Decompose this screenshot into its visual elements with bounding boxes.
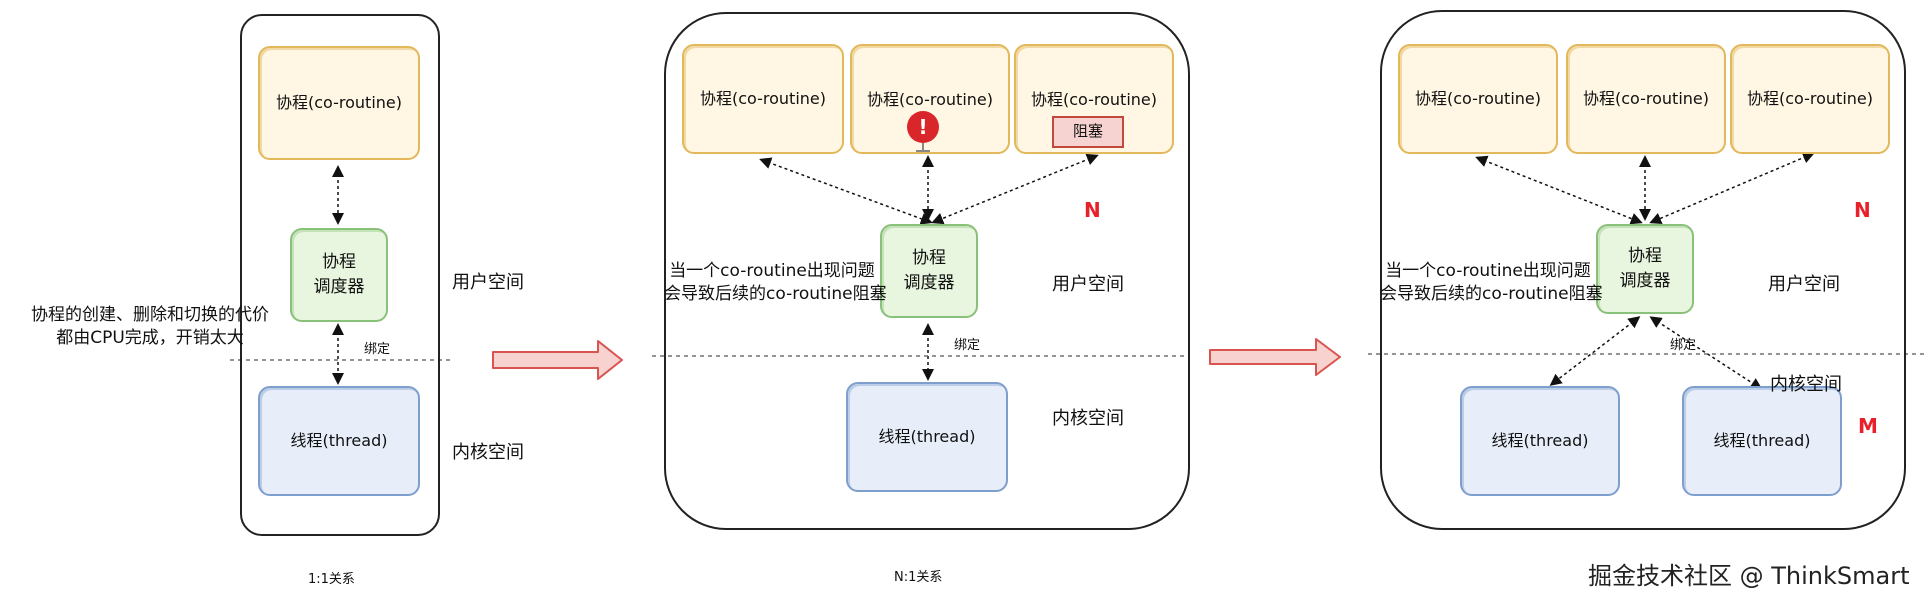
coroutine-box-2: 协程(co-routine) xyxy=(1566,44,1726,154)
cost-note-line2: 都由CPU完成，开销太大 xyxy=(56,328,244,348)
user-space-label: 用户空间 xyxy=(1052,274,1124,295)
scheduler-label-line2: 调度器 xyxy=(313,277,365,297)
coroutine-label: 协程(co-routine) xyxy=(866,90,993,109)
thread-label: 线程(thread) xyxy=(1491,431,1589,450)
coroutine-label: 协程(co-routine) xyxy=(1582,89,1709,108)
scheduler-box: 协程 调度器 xyxy=(1596,224,1694,314)
thread-label: 线程(thread) xyxy=(290,431,388,450)
thread-label: 线程(thread) xyxy=(878,427,976,446)
bind-label: 绑定 xyxy=(954,338,981,353)
bind-label: 绑定 xyxy=(364,342,391,357)
link-scheduler-thread1 xyxy=(1549,316,1641,386)
bind-label: 绑定 xyxy=(1670,338,1697,353)
thread-box-2: 线程(thread) xyxy=(1682,386,1842,496)
cost-note-line1: 协程的创建、删除和切换的代价 xyxy=(31,305,269,325)
m-label: M xyxy=(1858,414,1878,438)
user-space-label: 用户空间 xyxy=(452,272,524,293)
block-note-line2: 会导致后续的co-routine阻塞 xyxy=(1380,284,1603,304)
scheduler-label-line1: 协程 xyxy=(322,252,356,272)
coroutine-label: 协程(co-routine) xyxy=(275,93,402,112)
cost-note: 协程的创建、删除和切换的代价 都由CPU完成，开销太大 xyxy=(10,304,290,350)
block-note-line1: 当一个co-routine出现问题 xyxy=(669,261,875,281)
thread-box-1: 线程(thread) xyxy=(1460,386,1620,496)
scheduler-box: 协程 调度器 xyxy=(880,224,978,318)
coroutine-label: 协程(co-routine) xyxy=(1746,89,1873,108)
n-label: N xyxy=(1854,198,1871,222)
link-co3-scheduler xyxy=(931,153,1099,225)
thread-label: 线程(thread) xyxy=(1713,431,1811,450)
panel-one-to-one xyxy=(240,14,440,536)
coroutine-box-1: 协程(co-routine) xyxy=(1398,44,1558,154)
coroutine-box-3: 协程(co-routine) xyxy=(1730,44,1890,154)
coroutine-label: 协程(co-routine) xyxy=(1414,89,1541,108)
block-note-line1: 当一个co-routine出现问题 xyxy=(1385,261,1591,281)
warning-icon: ! xyxy=(907,111,939,152)
blocked-badge: 阻塞 xyxy=(1052,116,1124,148)
caption-one-to-one: 1:1关系 xyxy=(308,572,355,587)
block-note-line2: 会导致后续的co-routine阻塞 xyxy=(664,284,887,304)
kernel-space-label: 内核空间 xyxy=(1052,408,1124,429)
scheduler-label-line2: 调度器 xyxy=(1619,271,1671,291)
coroutine-box-1: 协程(co-routine) xyxy=(682,44,844,154)
coroutine-label: 协程(co-routine) xyxy=(699,89,826,108)
n-label: N xyxy=(1084,198,1101,222)
scheduler-box: 协程 调度器 xyxy=(290,228,388,322)
kernel-space-label: 内核空间 xyxy=(1770,374,1842,395)
transition-arrow-1 xyxy=(492,340,623,380)
scheduler-label-line2: 调度器 xyxy=(903,273,955,293)
coroutine-box-2: 协程(co-routine) xyxy=(850,44,1010,154)
block-note: 当一个co-routine出现问题 会导致后续的co-routine阻塞 xyxy=(1380,260,1603,306)
scheduler-label-line1: 协程 xyxy=(1628,246,1662,266)
link-co3-scheduler xyxy=(1649,151,1815,225)
transition-arrow-2 xyxy=(1209,338,1341,376)
panel-n-to-one xyxy=(664,12,1190,530)
coroutine-box: 协程(co-routine) xyxy=(258,46,420,160)
user-space-label: 用户空间 xyxy=(1768,274,1840,295)
link-co1-scheduler xyxy=(1475,155,1643,225)
scheduler-label-line1: 协程 xyxy=(912,248,946,268)
coroutine-label: 协程(co-routine) xyxy=(1030,90,1157,109)
block-note: 当一个co-routine出现问题 会导致后续的co-routine阻塞 xyxy=(664,260,887,306)
thread-box: 线程(thread) xyxy=(258,386,420,496)
thread-box: 线程(thread) xyxy=(846,382,1008,492)
svg-text:!: ! xyxy=(918,115,927,139)
watermark: 掘金技术社区 @ ThinkSmart xyxy=(1588,562,1910,590)
kernel-space-label: 内核空间 xyxy=(452,442,524,463)
caption-n-to-one: N:1关系 xyxy=(894,570,943,585)
panel-n-to-m xyxy=(1380,10,1906,530)
